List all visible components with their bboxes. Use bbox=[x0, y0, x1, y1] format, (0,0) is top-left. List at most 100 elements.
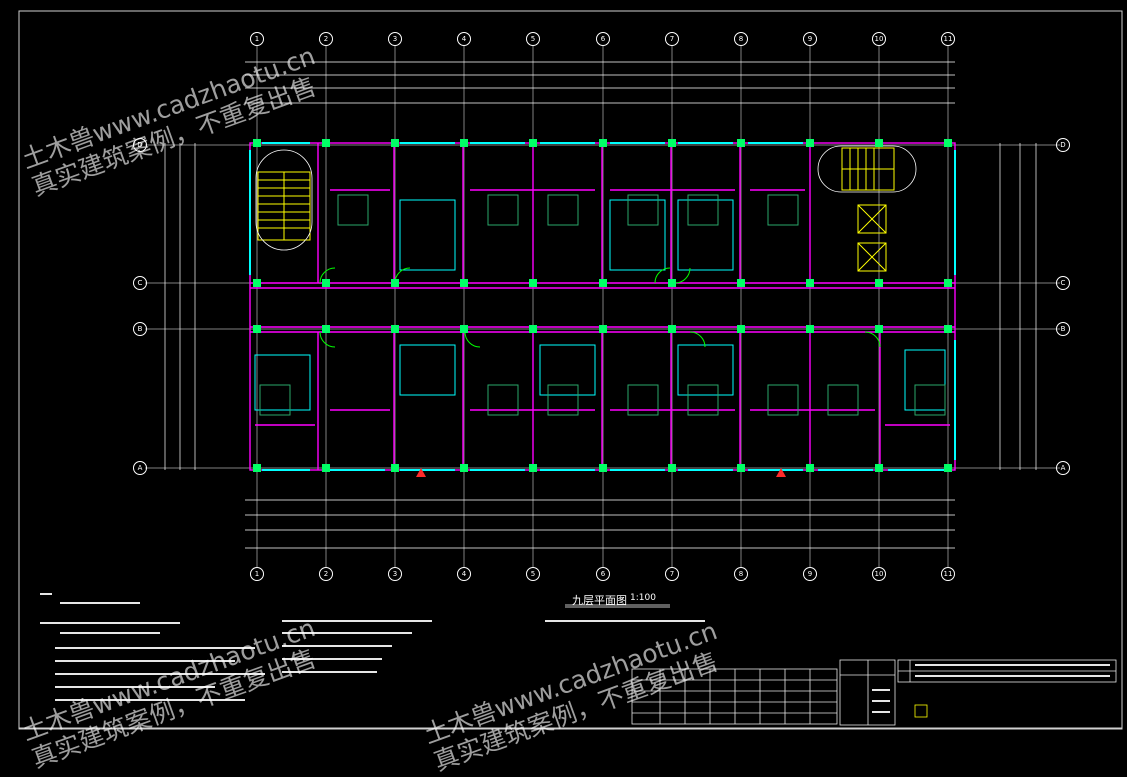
axis-bubble: 4 bbox=[457, 32, 471, 46]
axis-bubble: 1 bbox=[250, 32, 264, 46]
column-marker bbox=[529, 325, 537, 333]
column-marker bbox=[944, 279, 952, 287]
column-marker bbox=[391, 464, 399, 472]
column-marker bbox=[944, 139, 952, 147]
column-marker bbox=[944, 325, 952, 333]
elevator-shafts bbox=[857, 204, 887, 272]
door-window-schedule bbox=[631, 668, 838, 725]
schedule-text-lines bbox=[872, 664, 1110, 713]
door-swings bbox=[319, 267, 881, 348]
column-marker bbox=[875, 325, 883, 333]
axis-bubble: 1 bbox=[250, 567, 264, 581]
left-dimension-lines bbox=[164, 143, 196, 470]
column-marker bbox=[322, 139, 330, 147]
axis-bubble: 10 bbox=[872, 567, 886, 581]
title-underline bbox=[565, 604, 670, 608]
column-marker bbox=[460, 325, 468, 333]
axis-bubble: 11 bbox=[941, 567, 955, 581]
axis-bubble: 3 bbox=[388, 567, 402, 581]
axis-bubble: D bbox=[1056, 138, 1070, 152]
column-marker bbox=[322, 464, 330, 472]
column-marker bbox=[460, 279, 468, 287]
axis-bubble: C bbox=[133, 276, 147, 290]
right-dimension-lines bbox=[999, 143, 1037, 470]
axis-bubble: 2 bbox=[319, 567, 333, 581]
axis-bubble: D bbox=[133, 138, 147, 152]
axis-bubble: 8 bbox=[734, 567, 748, 581]
column-marker bbox=[253, 325, 261, 333]
column-marker bbox=[322, 325, 330, 333]
column-marker bbox=[529, 139, 537, 147]
column-marker bbox=[391, 279, 399, 287]
axis-bubble: 6 bbox=[596, 32, 610, 46]
corridor-fixtures bbox=[254, 199, 946, 411]
structural-columns bbox=[253, 139, 952, 472]
bottom-dimension-lines bbox=[245, 499, 955, 549]
column-marker bbox=[737, 279, 745, 287]
column-marker bbox=[806, 464, 814, 472]
column-marker bbox=[737, 464, 745, 472]
design-notes bbox=[40, 593, 265, 701]
column-marker bbox=[391, 139, 399, 147]
column-marker bbox=[737, 325, 745, 333]
column-marker bbox=[599, 325, 607, 333]
axis-bubble: B bbox=[133, 322, 147, 336]
section-marks bbox=[416, 468, 786, 477]
column-marker bbox=[806, 139, 814, 147]
drawing-scale-text: 1:100 bbox=[630, 593, 656, 603]
column-marker bbox=[668, 325, 676, 333]
column-marker bbox=[944, 464, 952, 472]
axis-bubble: 8 bbox=[734, 32, 748, 46]
column-marker bbox=[599, 139, 607, 147]
drawing-scale: 1:100 bbox=[630, 593, 656, 603]
top-dimension-lines bbox=[245, 61, 955, 104]
column-marker bbox=[253, 279, 261, 287]
vertical-grid-axes bbox=[256, 45, 949, 568]
column-marker bbox=[806, 279, 814, 287]
column-marker bbox=[806, 325, 814, 333]
design-notes-middle bbox=[282, 620, 705, 673]
column-marker bbox=[599, 279, 607, 287]
column-marker bbox=[253, 139, 261, 147]
axis-bubble: 6 bbox=[596, 567, 610, 581]
axis-bubble: A bbox=[133, 461, 147, 475]
axis-bubble: A bbox=[1056, 461, 1070, 475]
axis-bubble: C bbox=[1056, 276, 1070, 290]
column-marker bbox=[391, 325, 399, 333]
axis-bubble: 9 bbox=[803, 32, 817, 46]
column-marker bbox=[875, 464, 883, 472]
axis-bubble: 5 bbox=[526, 32, 540, 46]
axis-bubble: 11 bbox=[941, 32, 955, 46]
column-marker bbox=[875, 139, 883, 147]
column-marker bbox=[599, 464, 607, 472]
axis-bubble: 9 bbox=[803, 567, 817, 581]
axis-bubble: 4 bbox=[457, 567, 471, 581]
axis-bubble: B bbox=[1056, 322, 1070, 336]
stair-left bbox=[257, 171, 311, 241]
windows bbox=[249, 142, 956, 471]
stair-right-outline bbox=[817, 145, 917, 193]
column-marker bbox=[668, 139, 676, 147]
column-marker bbox=[322, 279, 330, 287]
column-marker bbox=[668, 279, 676, 287]
column-marker bbox=[529, 279, 537, 287]
title-block bbox=[839, 659, 1117, 726]
stair-right bbox=[841, 147, 895, 191]
axis-bubble: 5 bbox=[526, 567, 540, 581]
furniture bbox=[259, 194, 946, 416]
axis-bubble: 3 bbox=[388, 32, 402, 46]
axis-bubble: 2 bbox=[319, 32, 333, 46]
axis-bubble: 10 bbox=[872, 32, 886, 46]
stair-left-outline bbox=[255, 149, 313, 251]
column-marker bbox=[737, 139, 745, 147]
column-marker bbox=[253, 464, 261, 472]
floor-plan-drawing bbox=[18, 10, 1123, 730]
drawing-title: 九层平面图 bbox=[572, 592, 627, 608]
sheet-border bbox=[18, 10, 1123, 730]
column-marker bbox=[668, 464, 676, 472]
axis-bubble: 7 bbox=[665, 32, 679, 46]
column-marker bbox=[529, 464, 537, 472]
column-marker bbox=[875, 279, 883, 287]
column-marker bbox=[460, 139, 468, 147]
column-marker bbox=[460, 464, 468, 472]
